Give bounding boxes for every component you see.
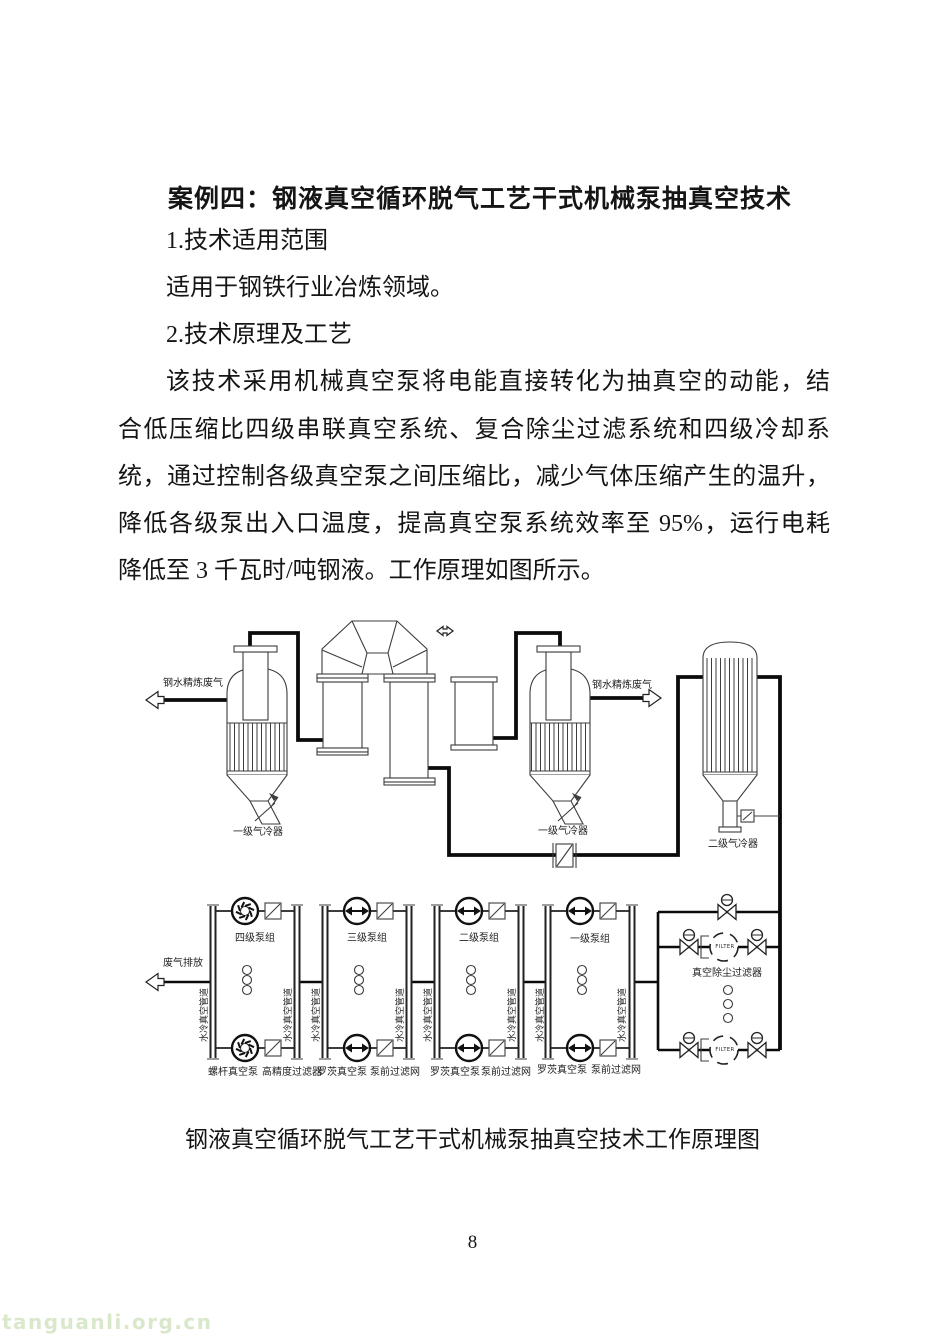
pump-group1-label: 一级泵组 — [570, 934, 610, 945]
body-line: 该技术采用机械真空泵将电能直接转化为抽真空的动能，结 — [166, 369, 830, 395]
hp-filter-label: 高精度过滤器 — [262, 1067, 322, 1078]
figure-caption: 钢液真空循环脱气工艺干式机械泵抽真空技术工作原理图 — [185, 1127, 760, 1152]
water-pipe-label: 水冷真空管道 — [423, 988, 433, 1043]
body-line: 降低各级泵出入口温度，提高真空泵系统效率至 95%，运行电耗 — [118, 511, 830, 537]
filter-text-bottom: FILTER — [715, 1047, 735, 1053]
gas-cooler-1-right — [529, 645, 591, 825]
body-line: 合低压缩比四级串联真空系统、复合除尘过滤系统和四级冷却系 — [118, 417, 830, 443]
cooler2-label: 二级气冷器 — [708, 839, 758, 850]
gas-cooler-1-left — [226, 645, 288, 825]
cooler1-right-label: 一级气冷器 — [538, 826, 588, 837]
process-diagram-drawing — [145, 620, 782, 1065]
watermark: tanguanli.org.cn — [2, 1310, 213, 1334]
water-pipe-label: 水冷真空管道 — [617, 988, 627, 1043]
vacuum-pipes — [160, 631, 782, 1050]
body-line: 统，通过控制各级真空泵之间压缩比，减少气体压缩产生的温升， — [118, 464, 830, 490]
refining-gas-left-label: 钢水精炼废气 — [163, 678, 223, 689]
dust-filter-label: 真空除尘过滤器 — [692, 968, 762, 979]
right-gas-arrow-icon — [642, 688, 662, 708]
water-pipe-label: 水冷真空管道 — [283, 988, 293, 1043]
gas-cooler-2 — [702, 641, 780, 833]
exhaust-label: 废气排放 — [163, 958, 203, 969]
pump-group4-label: 四级泵组 — [235, 933, 275, 944]
water-pipe-label: 水冷真空管道 — [199, 988, 209, 1043]
roots-pump-label: 罗茨真空泵 — [537, 1065, 587, 1076]
left-gas-arrow-icon — [145, 690, 165, 710]
body-line: 适用于钢铁行业冶炼领域。 — [166, 275, 454, 301]
body-line: 2.技术原理及工艺 — [166, 322, 352, 348]
water-pipe-label: 水冷真空管道 — [507, 988, 517, 1043]
exhaust-arrow-icon — [145, 972, 165, 992]
water-pipe-label: 水冷真空管道 — [395, 988, 405, 1043]
double-arrow-icon — [436, 625, 454, 637]
inline-valve — [552, 843, 577, 868]
cooler1-left-label: 一级气冷器 — [233, 827, 283, 838]
pump-group3-label: 三级泵组 — [347, 933, 387, 944]
page-number: 8 — [467, 1232, 478, 1253]
roots-pump-label: 罗茨真空泵 — [317, 1067, 367, 1078]
prepump-screen-label: 泵前过滤网 — [481, 1067, 531, 1078]
prepump-screen-label: 泵前过滤网 — [370, 1067, 420, 1078]
connection-column — [450, 676, 498, 751]
body-line: 降低至 3 千瓦时/吨钢液。工作原理如图所示。 — [118, 558, 605, 584]
filter-text-top: FILTER — [715, 944, 735, 950]
roots-pump-label: 罗茨真空泵 — [430, 1067, 480, 1078]
water-pipe-label: 水冷真空管道 — [311, 988, 321, 1043]
body-line: 1.技术适用范围 — [166, 228, 328, 254]
water-pipe-label: 水冷真空管道 — [535, 988, 545, 1043]
rh-vessel-arch — [316, 620, 436, 786]
screw-pump-label: 螺杆真空泵 — [208, 1067, 258, 1078]
prepump-screen-label: 泵前过滤网 — [591, 1065, 641, 1076]
pump-group2-label: 二级泵组 — [459, 933, 499, 944]
dust-filter-station — [679, 893, 767, 1065]
refining-gas-right-label: 钢水精炼废气 — [592, 680, 652, 691]
page-title: 案例四：钢液真空循环脱气工艺干式机械泵抽真空技术 — [168, 186, 793, 213]
